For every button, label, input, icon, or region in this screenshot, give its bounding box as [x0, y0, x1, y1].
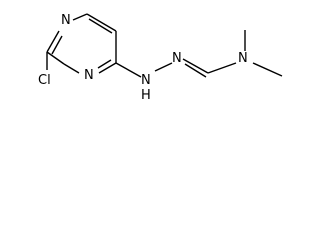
bond-c2-n3: [46, 30, 60, 53]
atom-hydrazone-n: N: [172, 51, 182, 66]
bond-c6-n1: [98, 62, 117, 74]
bond-c2-ring: [46, 51, 65, 65]
bond-n1-c2: [63, 63, 80, 74]
atom-amine-n: N: [238, 51, 248, 66]
bond-nh-n: [154, 62, 173, 72]
bond-c6-nh: [115, 62, 142, 78]
bond-c4-c5-double: [88, 18, 113, 34]
bond-namine-methyl-right: [252, 62, 283, 77]
bond-c4-c5: [86, 13, 117, 32]
bond-c6-n1-double: [97, 59, 112, 69]
bond-n-ch-double: [184, 63, 207, 78]
bond-n3-c4: [72, 13, 88, 21]
bond-ch-namine: [207, 62, 237, 74]
bond-n-ch: [182, 58, 209, 74]
chemical-structure: Cl N N N H N N: [38, 13, 283, 103]
bond-c2-n3-double: [51, 35, 63, 55]
atom-ring-n-bottom: N: [84, 68, 94, 83]
pyrimidine-ring: [46, 13, 117, 74]
atom-chlorine: Cl: [38, 73, 51, 88]
atom-hydrazone-nh: N: [141, 73, 151, 88]
atom-hydrazone-h: H: [141, 88, 151, 103]
atom-ring-n-top: N: [61, 13, 71, 28]
